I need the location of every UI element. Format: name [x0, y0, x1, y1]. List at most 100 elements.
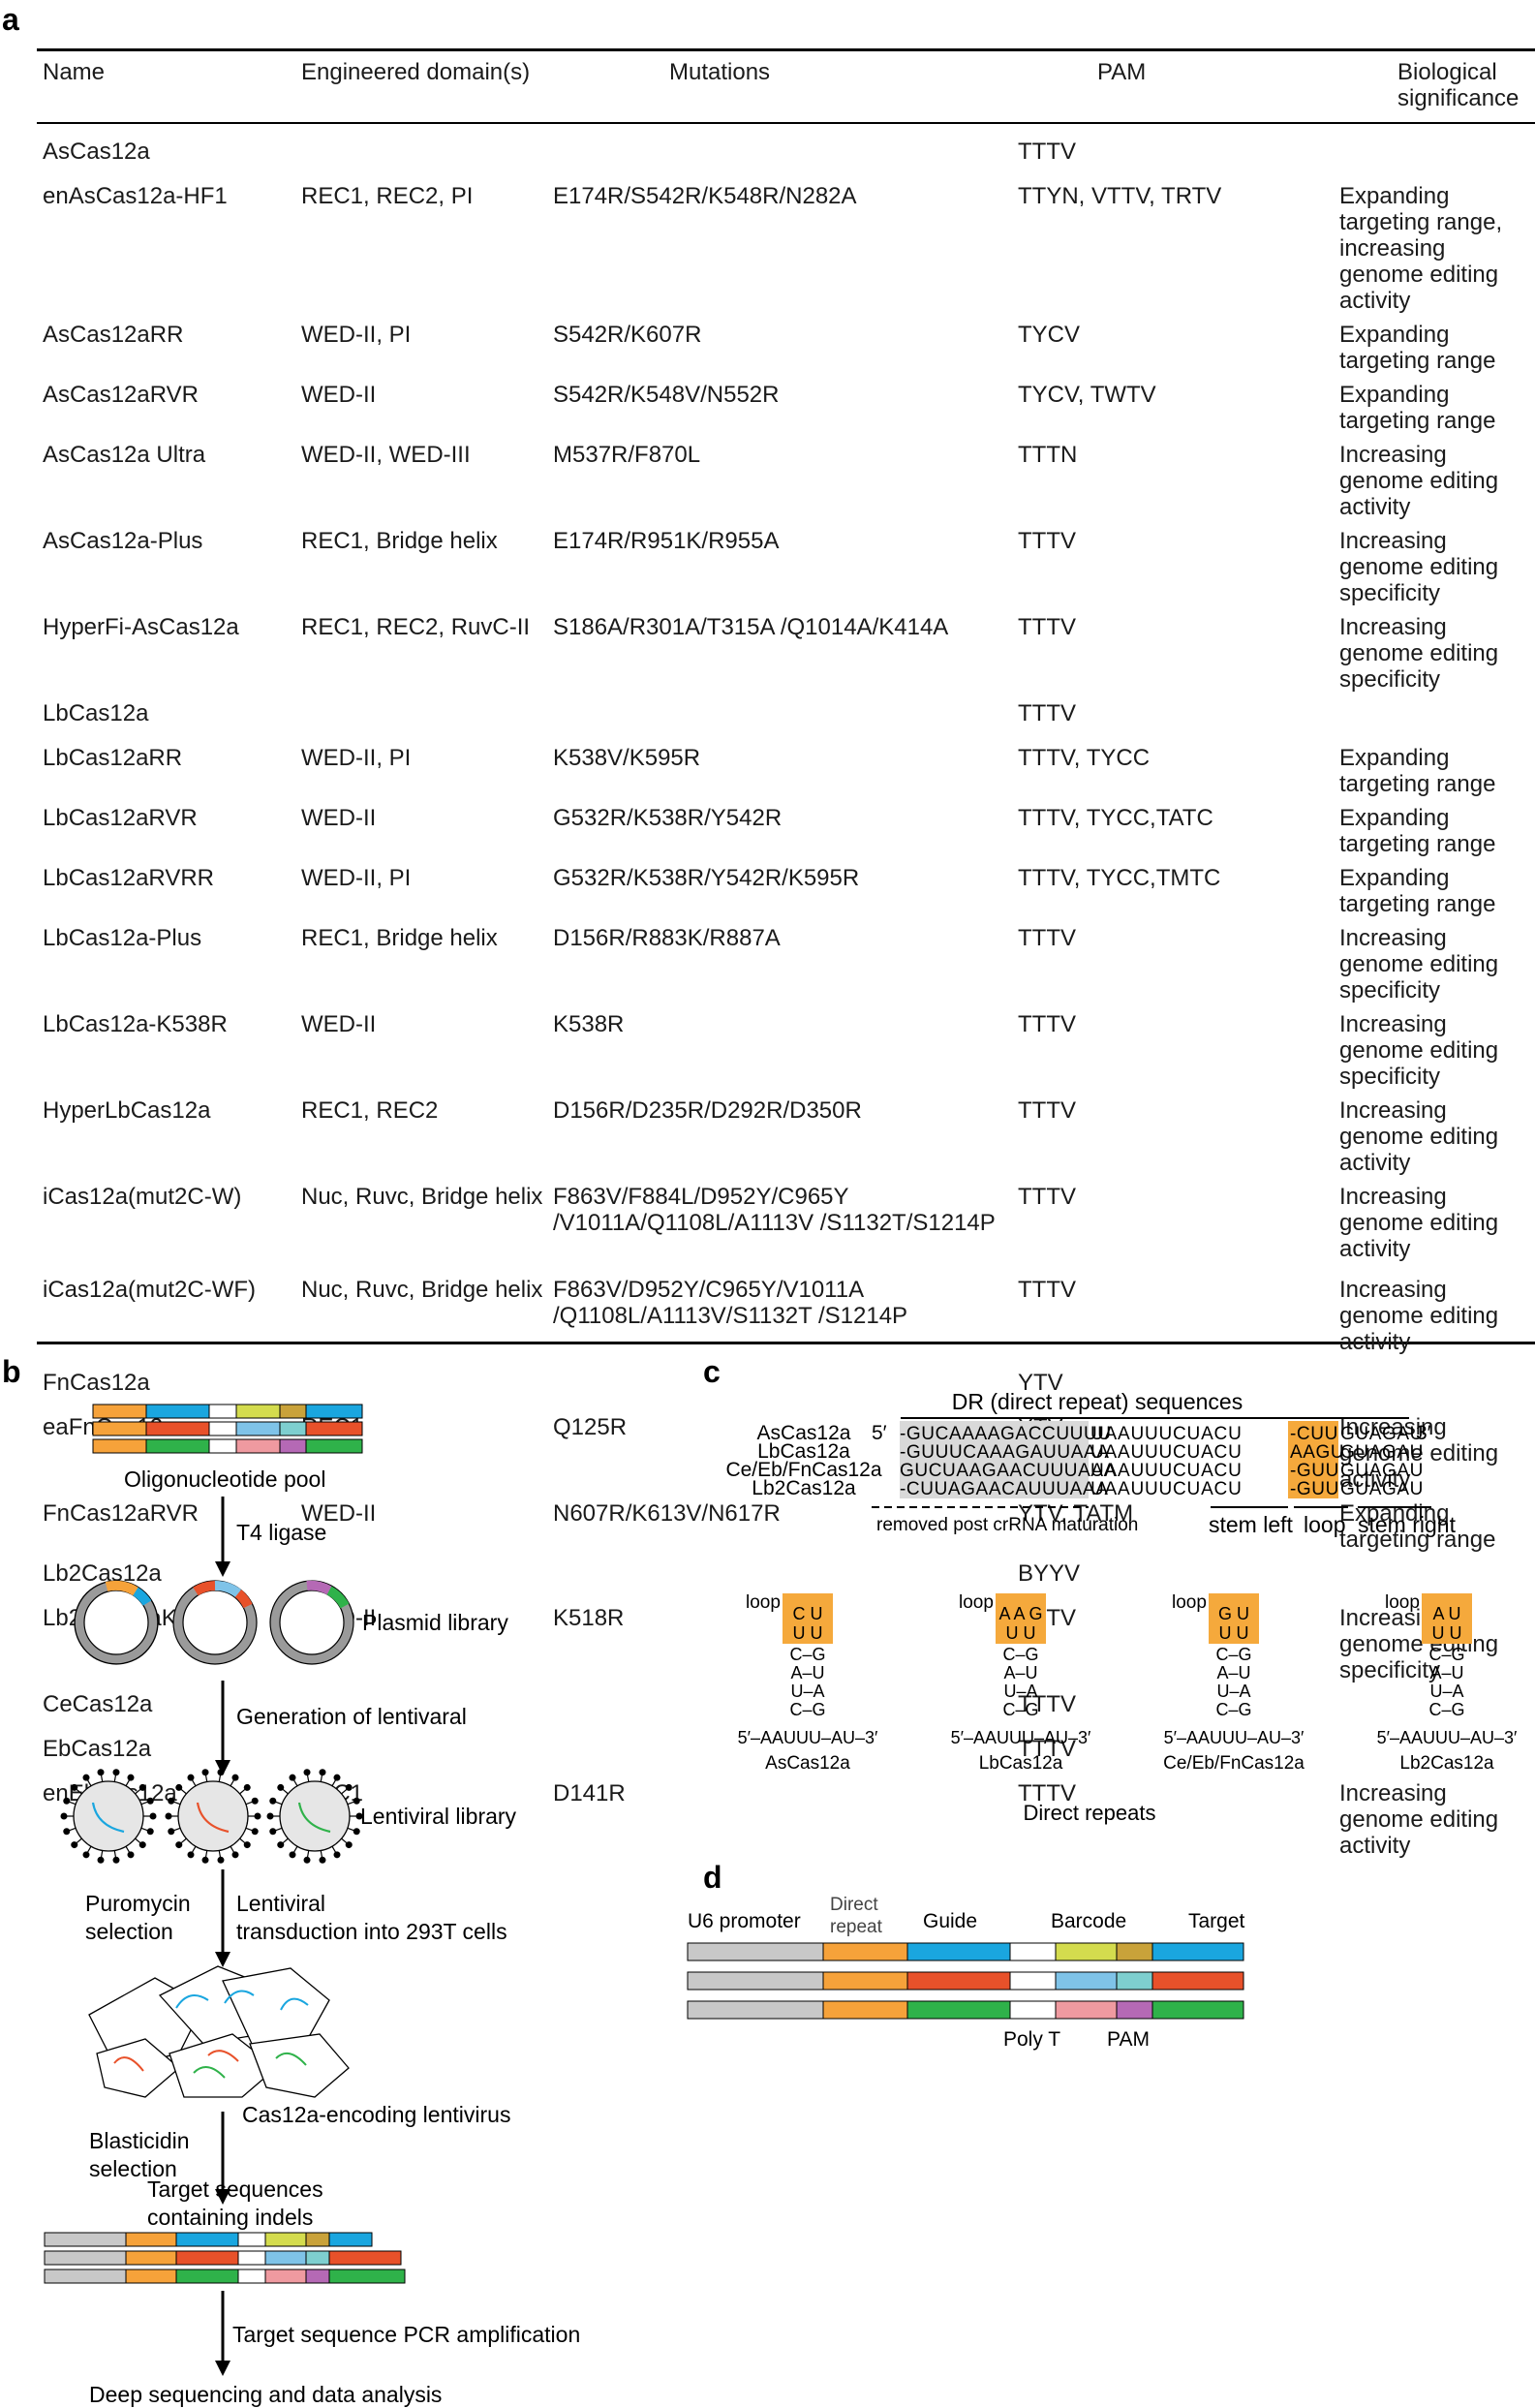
- cell-mutations: E174R/R951K/R955A: [553, 528, 780, 554]
- construct-label-polyt: Poly T: [1003, 2028, 1060, 2051]
- hairpin-text: 5′–AAUUU–AU–3′: [1164, 1728, 1305, 1747]
- hairpin-text: U U: [1006, 1623, 1036, 1643]
- dr-row-mid: UAAUUUCUACU: [1090, 1479, 1243, 1499]
- cell-mutations: K538R: [553, 1011, 625, 1037]
- cell-pam: TTTV: [1018, 1780, 1076, 1806]
- cell-mutations: E174R/S542R/K548R/N282A: [553, 183, 857, 209]
- stem-left-label: stem left: [1209, 1512, 1294, 1537]
- hairpin-text: C–G: [1428, 1700, 1464, 1719]
- panel-letter-b: b: [2, 1354, 21, 1389]
- cell-pam: TTTV: [1018, 1691, 1076, 1717]
- cell-pam: TTTV, TYCC: [1018, 745, 1151, 771]
- cell-significance: [1339, 693, 1535, 737]
- hairpin-text: C–G: [1215, 1645, 1251, 1664]
- label-cas12a-lentivirus: Cas12a-encoding lentivirus: [242, 2102, 510, 2127]
- hairpin-caption: Direct repeats: [1024, 1801, 1156, 1825]
- hairpin-text: loop: [1385, 1592, 1420, 1613]
- hairpin-text: 5′–AAUUU–AU–3′: [1377, 1728, 1518, 1747]
- header-mutations: Mutations: [669, 59, 771, 85]
- construct-bars: [687, 1942, 1244, 2020]
- cell-domains: WED-II: [301, 1500, 377, 1527]
- table-header-rule: [37, 122, 1535, 124]
- hairpin-text: A U: [1432, 1604, 1460, 1623]
- construct-label-direct-1: Direct: [830, 1895, 878, 1915]
- cell-pam: YTV: [1018, 1370, 1063, 1396]
- arrow-3-head: [215, 1952, 230, 1967]
- cell-pam: TYCV: [1018, 322, 1081, 348]
- hairpin-text: U–A: [790, 1682, 824, 1701]
- cell-name: AsCas12a Ultra: [43, 442, 206, 468]
- construct-label-barcode: Barcode: [1051, 1910, 1126, 1932]
- cell-domains: WED-II, PI: [301, 745, 412, 771]
- dr-row-name: AsCas12a: [757, 1422, 851, 1444]
- cell-significance: Increasing genome editing specificity: [1339, 614, 1499, 693]
- removed-label: removed post crRNA maturation: [876, 1515, 1138, 1535]
- label-target-indels-2: containing indels: [147, 2205, 313, 2230]
- lentivirus-icon: [165, 1769, 261, 1864]
- cell-pam: TTTV: [1018, 614, 1076, 640]
- cell-name: LbCas12a-K538R: [43, 1011, 228, 1037]
- lentivirus-icon: [266, 1769, 363, 1864]
- cell-domains: WED-II, WED-III: [301, 442, 471, 468]
- cell-pam: TTTV: [1018, 925, 1076, 951]
- hairpin-text: C–G: [1002, 1645, 1038, 1664]
- label-blasticidin-1: Blasticidin: [89, 2128, 190, 2153]
- hairpin-text: Lb2Cas12a: [1399, 1753, 1494, 1774]
- cell-pam: TTTV: [1018, 700, 1076, 726]
- loop-label: loop: [1304, 1512, 1345, 1537]
- header-pam: PAM: [1097, 59, 1147, 85]
- cell-mutations: S542R/K607R: [553, 322, 702, 348]
- panel-letter-d: d: [703, 1860, 722, 1895]
- table-row: AsCas12a Ultra WED-II, WED-III M537R/F870L…: [37, 434, 1535, 520]
- hairpin-text: AsCas12a: [765, 1753, 850, 1774]
- hairpin-text: U–A: [1429, 1682, 1463, 1701]
- cell-pam: TTTV: [1018, 1097, 1076, 1124]
- hairpin-text: U–A: [1216, 1682, 1250, 1701]
- cell-mutations: M537R/F870L: [553, 442, 701, 468]
- cell-pam: TTTV, TYCC,TMTC: [1018, 865, 1221, 891]
- cell-significance: [1339, 131, 1535, 175]
- cell-significance: Expanding targeting range, increasing ge…: [1339, 183, 1503, 314]
- cell-pam: TTTV: [1018, 528, 1076, 554]
- dr-row-name: LbCas12a: [757, 1440, 850, 1463]
- cell-name: iCas12a(mut2C-W): [43, 1184, 242, 1210]
- cell-domains: WED-II, PI: [301, 322, 412, 348]
- cells-illustration: [88, 1965, 350, 2098]
- table-header-row: Name Engineered domain(s) Mutations PAM …: [37, 53, 1535, 131]
- cell-significance: Increasing genome editing activity: [1339, 1277, 1499, 1355]
- cell-pam: TTTV: [1018, 1011, 1076, 1037]
- workflow-diagram: Oligonucleotide pool T4 ligase Plas: [44, 1404, 580, 2407]
- cell-pam: YTV, TATM: [1018, 1500, 1134, 1527]
- hairpin-text: loop: [746, 1592, 781, 1613]
- construct-label-target: Target: [1188, 1910, 1245, 1932]
- cell-domains: REC1, REC2, PI: [301, 183, 474, 209]
- cell-significance: Expanding targeting range: [1339, 805, 1496, 857]
- cell-mutations: D141R: [553, 1780, 626, 1806]
- dr-row-three: 3′: [1416, 1422, 1431, 1444]
- hairpin-text: loop: [1172, 1592, 1207, 1613]
- cell-name: HyperFi-AsCas12a: [43, 614, 239, 640]
- arrow-4-head: [215, 2189, 230, 2205]
- stem-right-label: stem right: [1358, 1512, 1457, 1537]
- cell-mutations: K518R: [553, 1605, 625, 1631]
- dr-row-loop: AAGU: [1290, 1442, 1344, 1463]
- dr-row-mid: UAAUUUCUACU: [1090, 1442, 1243, 1463]
- construct-label-guide: Guide: [923, 1910, 977, 1932]
- cell-name: iCas12a(mut2C-WF): [43, 1277, 257, 1303]
- cell-pam: TTTV: [1018, 1736, 1076, 1762]
- label-transduction-1: Lentiviral: [236, 1891, 325, 1916]
- header-name: Name: [43, 59, 106, 85]
- hairpin-text: C–G: [789, 1700, 825, 1719]
- cell-mutations: Q125R: [553, 1414, 628, 1440]
- cell-mutations: G532R/K538R/Y542R: [553, 805, 783, 831]
